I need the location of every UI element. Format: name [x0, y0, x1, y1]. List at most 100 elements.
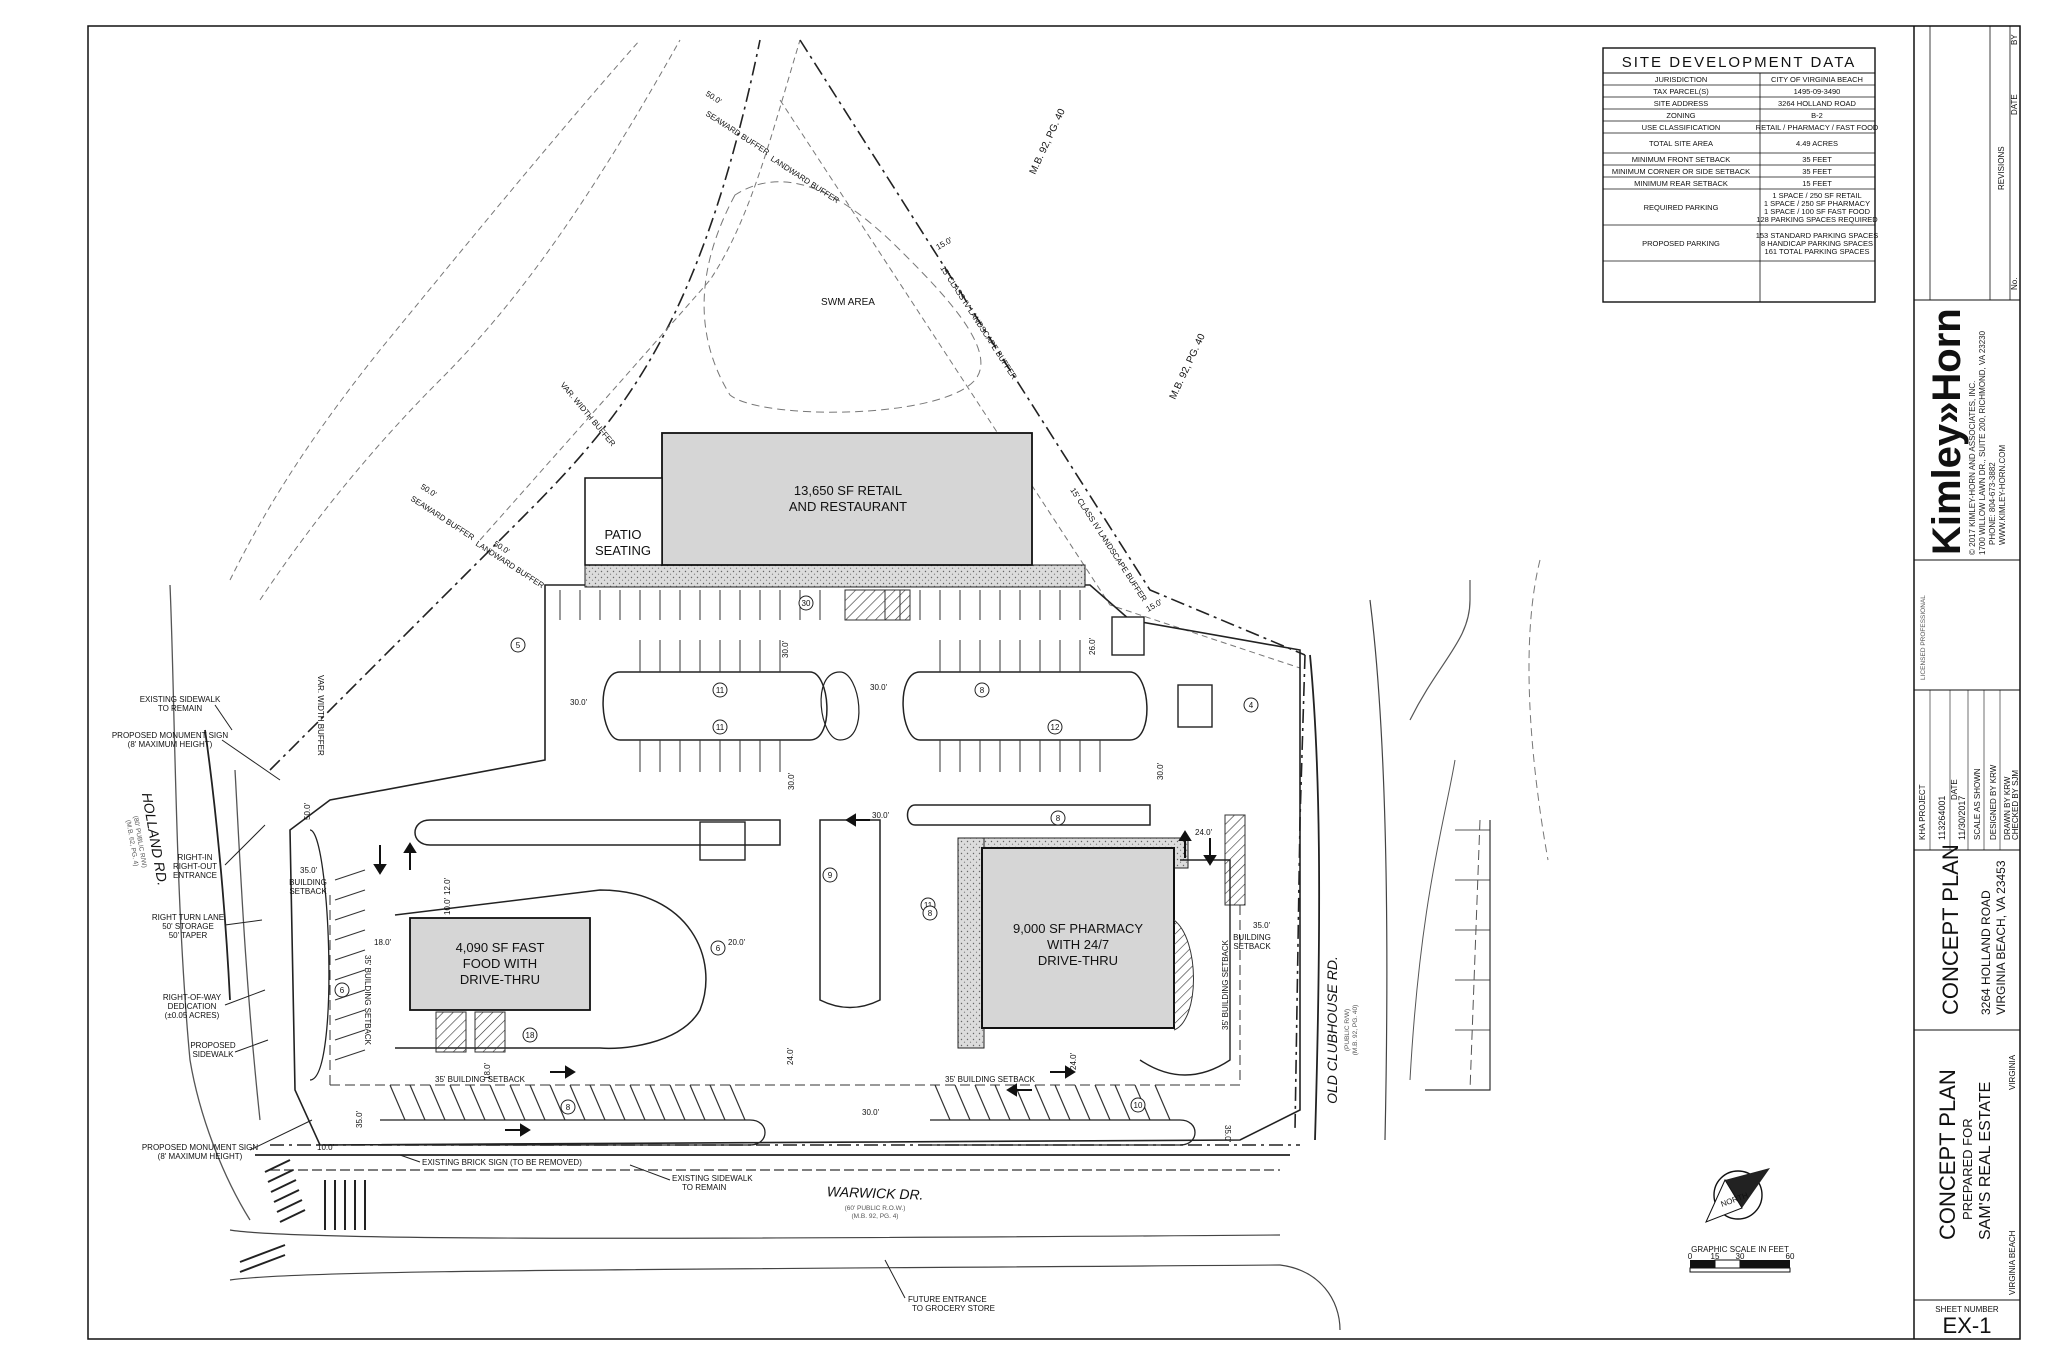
dim-drive-aisle: 24.0' [786, 1047, 795, 1065]
crosswalk [239, 1159, 306, 1273]
var-width-buffer-label: VAR. WIDTH BUFFER [316, 675, 325, 756]
swm-area-label: SWM AREA [821, 297, 875, 308]
dim-buffer: 50.0' [419, 482, 439, 499]
fast-food-label-line-3: DRIVE-THRU [460, 972, 540, 987]
state-label: VIRGINIA [2008, 1054, 2017, 1090]
dim-drive-aisle: 30.0' [1156, 762, 1165, 780]
svg-text:RIGHT-OUT: RIGHT-OUT [173, 862, 217, 871]
svg-text:FUTURE ENTRANCE: FUTURE ENTRANCE [908, 1295, 987, 1304]
building-setback-label: BUILDING [1233, 933, 1271, 942]
stall-count-circle [510, 637, 526, 653]
building-setback-lines [329, 895, 1241, 1086]
site-data-title: SITE DEVELOPMENT DATA [1622, 54, 1857, 71]
date-value: 11/30/2017 [1957, 796, 1967, 840]
plat-ref: M.B. 92, PG. 40 [1168, 332, 1208, 402]
city-label: VIRGINIA BEACH [2008, 1230, 2017, 1295]
parking-stalls-west [334, 869, 366, 1061]
old-clubhouse-road-name: OLD CLUBHOUSE RD. [1324, 956, 1340, 1104]
west-island [309, 829, 330, 1081]
stall-count-circle [334, 982, 350, 998]
warwick-dr-sub-2: (M.B. 92, PG. 4) [852, 1213, 899, 1220]
callout-existing-sidewalk: EXISTING SIDEWALK TO REMAIN [140, 695, 233, 731]
plat-ref: M.B. 92, PG. 40 [1028, 107, 1068, 177]
dim-buffer: 50.0' [704, 89, 724, 106]
property-line-east [799, 39, 1306, 656]
stall-count: 8 [928, 909, 933, 918]
holland-road-edge [169, 584, 251, 1221]
holland-road-edge-inner [234, 769, 261, 1121]
site-data-value: 161 TOTAL PARKING SPACES [1765, 247, 1870, 256]
stall-count-circle [710, 940, 726, 956]
stall-count: 8 [1056, 814, 1061, 823]
north-arrow [1705, 1168, 1770, 1223]
dim-setback: 35.0' [300, 866, 318, 875]
pharmacy-label-line-1: 9,000 SF PHARMACY [1013, 921, 1143, 936]
callout-row-dedication: RIGHT-OF-WAY DEDICATION (±0.05 ACRES) [163, 989, 266, 1020]
svg-text:(8' MAXIMUM HEIGHT): (8' MAXIMUM HEIGHT) [158, 1152, 243, 1161]
drawn-by: DRAWN BY KRW [2003, 776, 2012, 840]
svg-text:EXISTING SIDEWALK: EXISTING SIDEWALK [672, 1174, 753, 1183]
handicap-stall [884, 589, 911, 621]
svg-text:(±0.05 ACRES): (±0.05 ACRES) [165, 1011, 220, 1020]
stall-count-circle [522, 1027, 538, 1043]
dim-buffer: 15.0' [1145, 597, 1165, 614]
dumpster-enclosure [699, 821, 746, 861]
stall-count: 11 [924, 901, 933, 910]
site-address-line-2: VIRGINIA BEACH, VA 23453 [1994, 860, 2008, 1015]
svg-text:EXISTING BRICK SIGN (TO BE REM: EXISTING BRICK SIGN (TO BE REMOVED) [422, 1158, 582, 1167]
buffer-line [259, 39, 681, 601]
stall-count-circle [712, 682, 728, 698]
adjacent-street-edge [1409, 759, 1456, 1081]
dim-drive-thru: 12.0' [443, 877, 452, 895]
project-number: 113264001 [1937, 796, 1947, 840]
firm-address: 1700 WILLOW LAWN DR., SUITE 200, RICHMON… [1978, 330, 1987, 555]
dim-setback: 35.0' [1223, 1125, 1232, 1143]
stall-count: 10 [1134, 1101, 1143, 1110]
graphic-scale-title: GRAPHIC SCALE IN FEET [1691, 1245, 1789, 1254]
dim-drive-aisle: 30.0' [781, 640, 790, 658]
stall-count-circle [798, 595, 814, 611]
parking-island [380, 1119, 766, 1146]
stall-count-circle [1050, 810, 1066, 826]
site-data-value: 35 FEET [1802, 155, 1832, 164]
stall-count: 12 [1051, 723, 1060, 732]
dim-drive-aisle: 30.0' [870, 683, 888, 692]
callout-monument-sign-top: PROPOSED MONUMENT SIGN (8' MAXIMUM HEIGH… [112, 731, 281, 781]
stall-count-circle [1130, 1097, 1146, 1113]
site-data-value: 1 SPACE / 100 SF FAST FOOD [1764, 207, 1871, 216]
graphic-scale-tick: 30 [1736, 1252, 1745, 1261]
stall-count: 8 [980, 686, 985, 695]
adjacent-lot-line [1409, 580, 1471, 721]
parking-stalls-bottom [389, 1084, 1171, 1121]
site-data-value: 15 FEET [1802, 179, 1832, 188]
old-clubhouse-road-edge [1309, 654, 1321, 1141]
kimley-horn-logo: Kimley»Horn [1925, 308, 1969, 555]
svg-text:50' TAPER: 50' TAPER [169, 931, 208, 940]
adjacent-easement [1528, 559, 1549, 861]
building-setback-label: 35' BUILDING SETBACK [945, 1075, 1036, 1084]
site-data-value: 1495-09-3490 [1794, 87, 1841, 96]
seaward-buffer-label: SEAWARD BUFFER [409, 494, 476, 542]
revisions-col-by: BY [2010, 34, 2019, 45]
stall-count: 11 [716, 686, 725, 695]
site-data-label: MINIMUM CORNER OR SIDE SETBACK [1612, 167, 1750, 176]
island-nose [820, 671, 860, 741]
project-label: KHA PROJECT [1918, 784, 1927, 840]
dim-drive-aisle: 30.0' [787, 772, 796, 790]
building-setback-label: SETBACK [289, 887, 327, 896]
dim-stall: 18.0' [374, 938, 392, 947]
site-data-label: PROPOSED PARKING [1642, 239, 1720, 248]
fast-food-building [409, 917, 591, 1011]
checked-by: CHECKED BY SJM [2011, 770, 2020, 840]
dim-drive-aisle: 30.0' [570, 698, 588, 707]
svg-text:PROPOSED MONUMENT SIGN: PROPOSED MONUMENT SIGN [142, 1143, 259, 1152]
dim-drive-thru: 20.0' [728, 938, 746, 947]
site-data-value: 8 HANDICAP PARKING SPACES [1761, 239, 1873, 248]
parking-island [902, 671, 1148, 741]
